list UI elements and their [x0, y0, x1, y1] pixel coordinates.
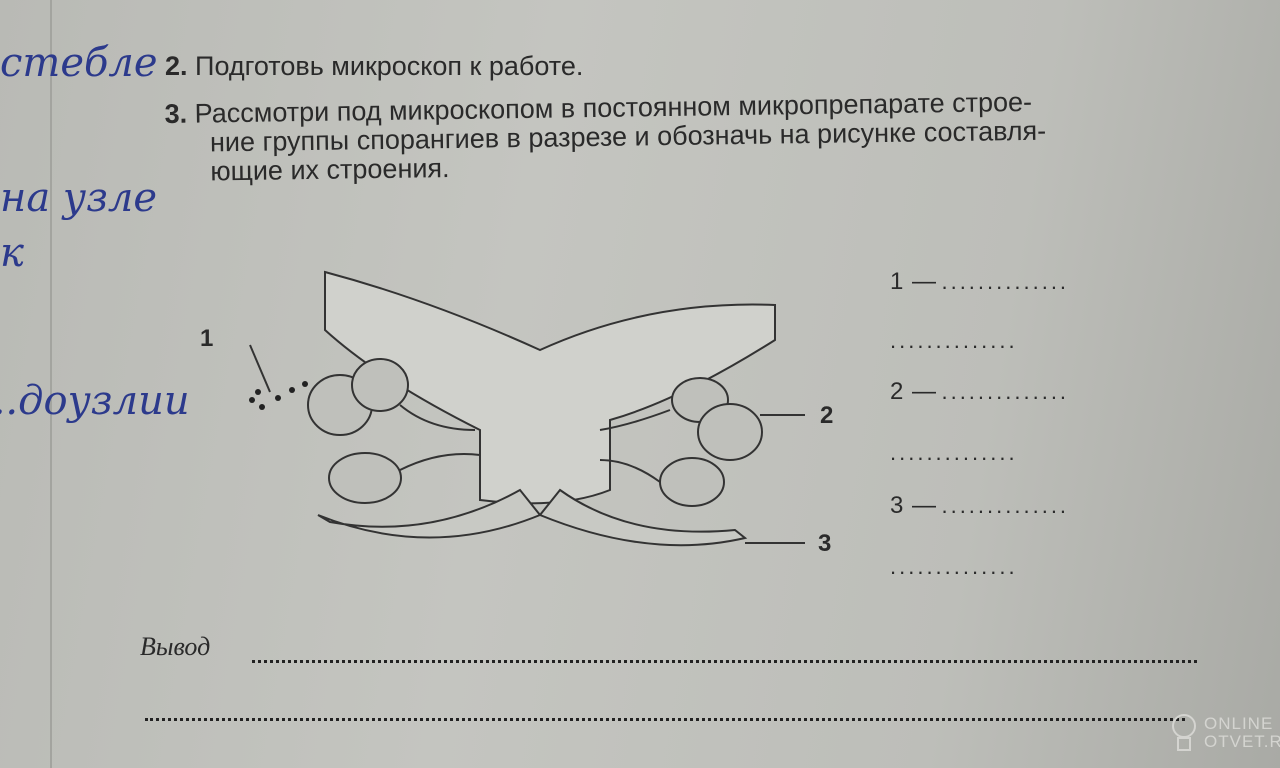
sporangia-diagram: [249, 270, 805, 547]
conclusion-line-2[interactable]: [145, 718, 1185, 721]
answer-label: 3 —: [890, 492, 938, 519]
sporangia: [307, 358, 763, 507]
task-3: 3. Рассмотри под микроскопом в постоянно…: [164, 87, 1046, 187]
watermark-line: OTVET.RU: [1204, 732, 1280, 751]
lightbulb-icon: [1172, 714, 1196, 751]
answer-line-2b[interactable]: ..............: [890, 440, 1018, 465]
answer-block: 1 — .............. .............. 2 — ..…: [890, 268, 1190, 580]
task-text: Подготовь микроскоп к работе.: [195, 51, 584, 81]
task-number: 3.: [164, 98, 188, 130]
handwritten-note: на узле: [0, 175, 158, 221]
figure-label-3: 3: [818, 530, 832, 557]
answer-line-1b[interactable]: ..............: [890, 328, 1018, 353]
task-2: 2. Подготовь микроскоп к работе.: [165, 52, 583, 81]
conclusion-line-1[interactable]: [252, 660, 1197, 663]
handwritten-note: к: [0, 230, 24, 276]
indusium-right: [538, 488, 748, 547]
answer-line-1[interactable]: ..............: [941, 269, 1070, 294]
answer-line-3[interactable]: ..............: [941, 493, 1070, 518]
page-fold: [50, 0, 52, 768]
answer-label: 2 —: [890, 378, 938, 405]
figure-label-2: 2: [820, 402, 834, 429]
answer-label: 1 —: [890, 268, 938, 295]
watermark-line: ONLINE: [1204, 714, 1274, 733]
handwritten-note: стебле: [0, 40, 158, 86]
figure-label-1: 1: [200, 325, 214, 352]
task-number: 2.: [165, 51, 188, 81]
conclusion-label: Вывод: [140, 632, 211, 661]
handwritten-note: ...доузлии: [0, 378, 190, 424]
indusium-left: [317, 488, 542, 539]
answer-line-3b[interactable]: ..............: [890, 554, 1018, 579]
leaf-tissue: [324, 270, 776, 505]
answer-line-2[interactable]: ..............: [941, 379, 1070, 404]
